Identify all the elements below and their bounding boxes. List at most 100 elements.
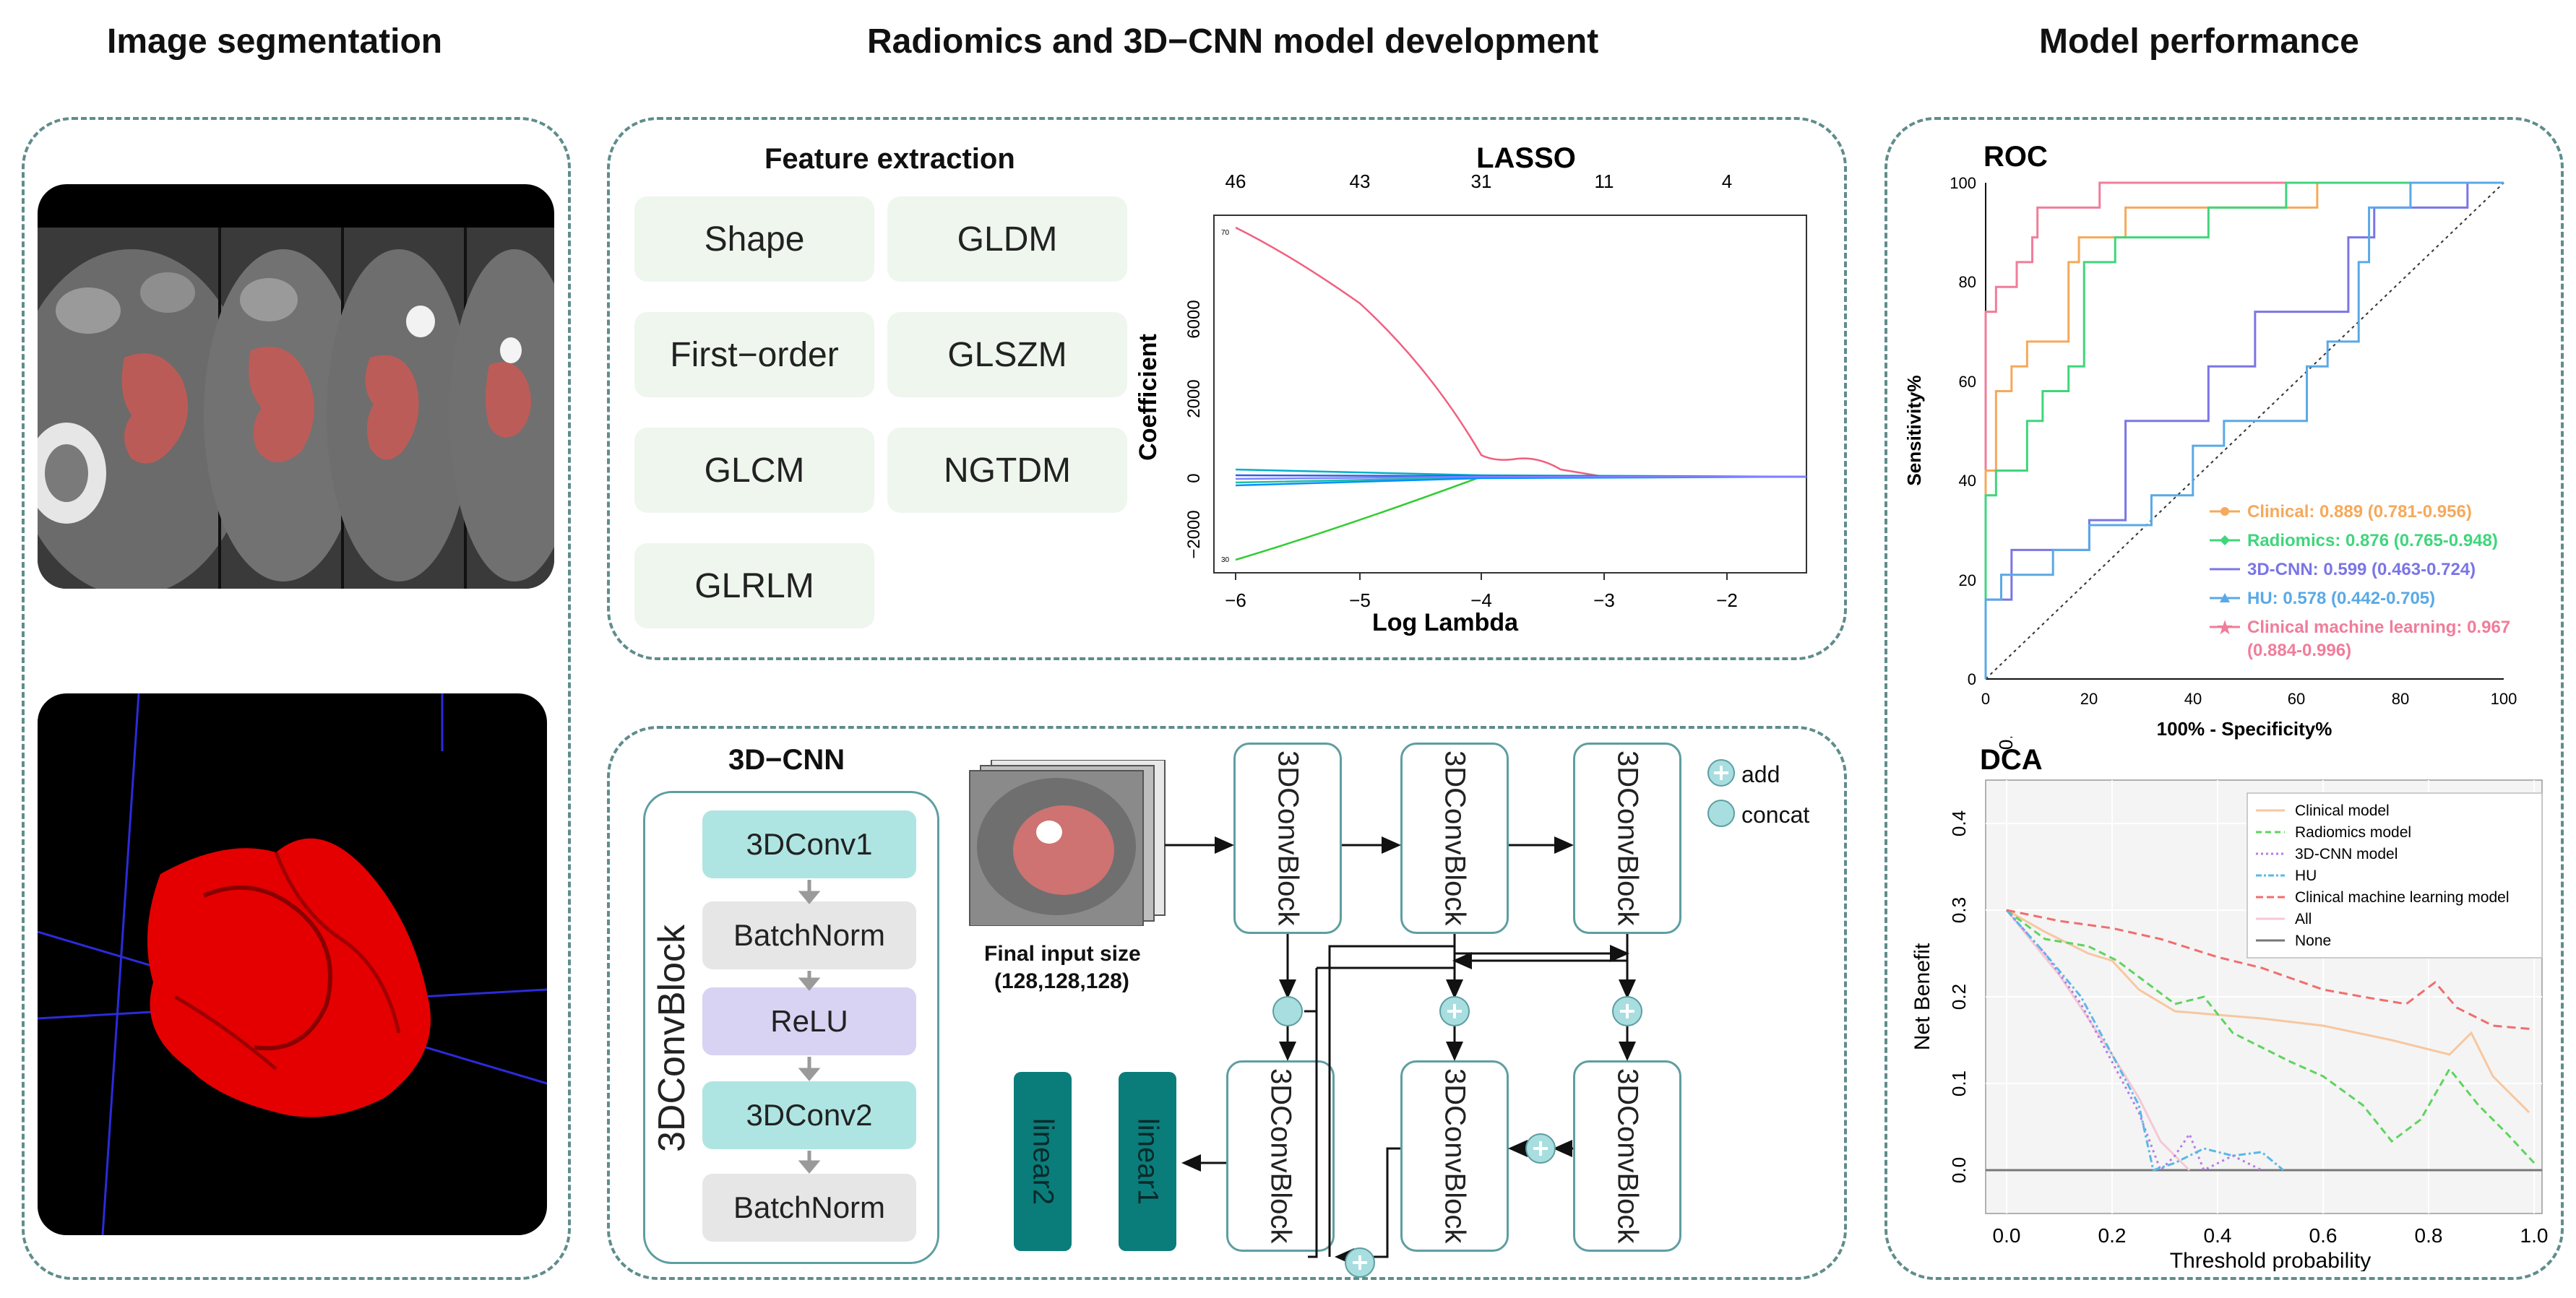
svg-text:40: 40 xyxy=(2184,690,2202,708)
ct-slices-svg xyxy=(38,184,554,589)
roc-curve-cml xyxy=(1984,181,2504,679)
svg-text:1.0: 1.0 xyxy=(2520,1224,2549,1247)
roc-ylabel: Sensitivity% xyxy=(1903,375,1925,485)
svg-text:20: 20 xyxy=(1959,571,1976,589)
dca-y-ticks: 0.0 0.1 0.2 0.3 0.4 0.5 xyxy=(1948,737,2017,1183)
svg-text:0.1: 0.1 xyxy=(1948,1070,1970,1096)
segmentation-panel xyxy=(22,117,571,1280)
legend-concat-label: concat xyxy=(1741,802,1810,828)
roc-legend: Clinical: 0.889 (0.781-0.956) Radiomics:… xyxy=(2210,502,2510,660)
roc-chart: ROC 0 20 40 60 80 100 0 20 40 60 80 100 … xyxy=(1903,141,2517,740)
roc-legend-cml-ci: (0.884-0.996) xyxy=(2247,641,2351,660)
slice-4 xyxy=(449,228,554,589)
layer-3dconv1: 3DConv1 xyxy=(702,810,916,878)
svg-text:0.4: 0.4 xyxy=(2204,1224,2232,1247)
roc-curve-clinical xyxy=(1984,181,2504,679)
lasso-top-tick: 31 xyxy=(1471,170,1492,192)
layer-batchnorm-2: BatchNorm xyxy=(702,1174,916,1242)
lasso-top-tick: 4 xyxy=(1722,170,1732,192)
conv-block-top-2: 3DConvBlock xyxy=(1400,743,1509,934)
ct-slices-image xyxy=(38,184,554,589)
svg-text:0.0: 0.0 xyxy=(1948,1157,1970,1183)
cnn-panel xyxy=(607,726,1847,1280)
svg-text:0.6: 0.6 xyxy=(2309,1224,2338,1247)
dca-curves xyxy=(1986,909,2542,1172)
lasso-ytick: 6000 xyxy=(1184,300,1204,338)
conv-block-top-1: 3DConvBlock xyxy=(1233,743,1342,934)
roc-legend-cml: Clinical machine learning: 0.967 xyxy=(2247,618,2510,637)
roc-xlabel: 100% - Specificity% xyxy=(2157,718,2332,740)
final-input-dims: (128,128,128) xyxy=(994,969,1129,993)
dca-clinical-line xyxy=(2006,909,2530,1114)
dca-x-ticks: 0.0 0.2 0.4 0.6 0.8 1.0 xyxy=(1993,1224,2549,1247)
svg-text:0.5: 0.5 xyxy=(1995,737,2017,750)
lasso-plot-frame xyxy=(1213,215,1807,574)
roc-legend-radiomics: Radiomics: 0.876 (0.765-0.948) xyxy=(2247,531,2498,550)
roc-title: ROC xyxy=(1983,141,2048,173)
roc-curve-hu xyxy=(1984,181,2504,679)
roc-chance-line xyxy=(1985,182,2504,680)
svg-text:60: 60 xyxy=(2288,690,2305,708)
svg-text:100: 100 xyxy=(1950,174,1976,192)
svg-text:All: All xyxy=(2295,911,2312,927)
svg-text:0.4: 0.4 xyxy=(1948,810,1970,836)
linear1-layer: linear1 xyxy=(1119,1072,1176,1251)
lasso-left-tick: 30 xyxy=(1221,556,1230,564)
lasso-top-tick: 43 xyxy=(1350,170,1371,192)
feature-glcm: GLCM xyxy=(634,428,874,513)
roc-y-ticks: 0 20 40 60 80 100 xyxy=(1950,174,1976,688)
feature-first-order: First−order xyxy=(634,312,874,397)
conv-block-detail-label: 3DConvBlock xyxy=(651,925,693,1153)
cnn-connections xyxy=(1165,836,1642,1278)
svg-text:0: 0 xyxy=(1968,670,1976,688)
add-op-nodes xyxy=(1272,996,1642,1278)
svg-text:0: 0 xyxy=(1981,690,1990,708)
feature-ngtdm: NGTDM xyxy=(887,428,1127,513)
tumor-3d-render xyxy=(38,693,547,1235)
lasso-xtick: −2 xyxy=(1716,589,1738,611)
svg-text:None: None xyxy=(2295,933,2331,949)
svg-text:0.0: 0.0 xyxy=(1993,1224,2021,1247)
lasso-ylabel: Coefficient xyxy=(1134,334,1162,461)
lasso-paths xyxy=(1235,226,1807,561)
lasso-left-tick: 70 xyxy=(1221,229,1230,237)
conv-block-detail xyxy=(643,791,939,1264)
input-volume-stack xyxy=(969,760,1166,926)
svg-text:Radiomics model: Radiomics model xyxy=(2295,824,2411,841)
roc-curves xyxy=(1984,181,2504,679)
lasso-xtick: −5 xyxy=(1349,589,1371,611)
lasso-top-tick: 11 xyxy=(1595,170,1614,192)
feature-glrlm: GLRLM xyxy=(634,543,874,628)
lasso-xtick: −6 xyxy=(1225,589,1246,611)
layer-batchnorm-1: BatchNorm xyxy=(702,901,916,969)
linear2-layer: linear2 xyxy=(1014,1072,1072,1251)
lasso-title: LASSO xyxy=(1476,142,1576,174)
cnn-title: 3D−CNN xyxy=(728,744,845,776)
svg-text:100: 100 xyxy=(2491,690,2517,708)
feature-shape: Shape xyxy=(634,196,874,282)
dca-3dcnn-line xyxy=(2005,909,2262,1172)
dca-chart: DCA 0.0 0.1 0.2 0.3 0.4 0.5 0.0 0.2 0.4 … xyxy=(1911,737,2549,1271)
conv-block-top-3: 3DConvBlock xyxy=(1573,743,1681,934)
svg-text:3D-CNN model: 3D-CNN model xyxy=(2295,846,2398,862)
performance-panel xyxy=(1884,117,2564,1280)
roc-legend-clinical: Clinical: 0.889 (0.781-0.956) xyxy=(2247,502,2472,522)
roc-legend-3dcnn: 3D-CNN: 0.599 (0.463-0.724) xyxy=(2247,560,2476,579)
performance-title: Model performance xyxy=(2039,22,2359,61)
svg-text:Clinical model: Clinical model xyxy=(2295,802,2390,819)
lasso-xtick: −3 xyxy=(1593,589,1615,611)
radiomics-panel xyxy=(607,117,1847,660)
layer-3dconv2: 3DConv2 xyxy=(702,1081,916,1149)
svg-text:20: 20 xyxy=(2080,690,2098,708)
layer-relu: ReLU xyxy=(702,987,916,1055)
dca-legend-box xyxy=(2247,792,2543,959)
svg-text:HU: HU xyxy=(2295,868,2317,884)
feature-extraction-title: Feature extraction xyxy=(764,143,1015,175)
dca-legend: Clinical model Radiomics model 3D-CNN mo… xyxy=(2256,802,2509,949)
dca-radiomics-line xyxy=(2006,909,2536,1164)
roc-x-ticks: 0 20 40 60 80 100 xyxy=(1981,690,2517,708)
roc-legend-hu: HU: 0.578 (0.442-0.705) xyxy=(2247,589,2435,608)
svg-text:40: 40 xyxy=(1959,472,1976,490)
lasso-ytick: 2000 xyxy=(1184,379,1204,417)
slice-2 xyxy=(204,228,363,589)
